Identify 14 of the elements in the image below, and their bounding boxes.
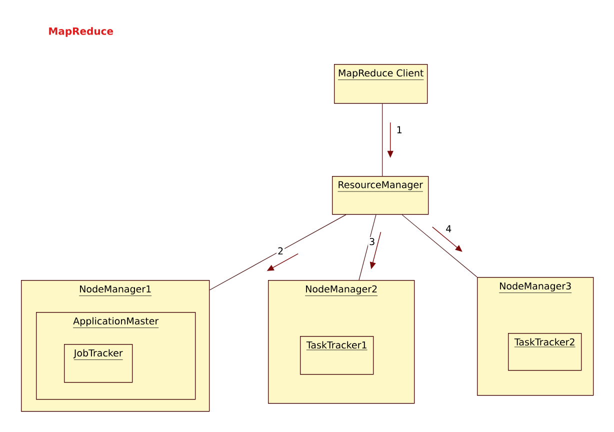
object-box: TaskTracker1 xyxy=(300,336,374,375)
object-box: JobTracker xyxy=(64,344,133,383)
object-box: TaskTracker2 xyxy=(508,333,582,371)
title: MapReduce xyxy=(49,27,114,37)
connector xyxy=(209,214,346,290)
edge-label: 1 xyxy=(395,125,404,134)
edge-label: 4 xyxy=(444,224,453,234)
connector xyxy=(382,103,383,176)
edge-label: 3 xyxy=(368,236,376,246)
connector xyxy=(402,214,478,278)
object-box: ResourceManager xyxy=(332,176,429,215)
object-box: MapReduce Client xyxy=(334,64,428,104)
edge-label: 2 xyxy=(276,246,285,256)
connector xyxy=(358,214,376,280)
